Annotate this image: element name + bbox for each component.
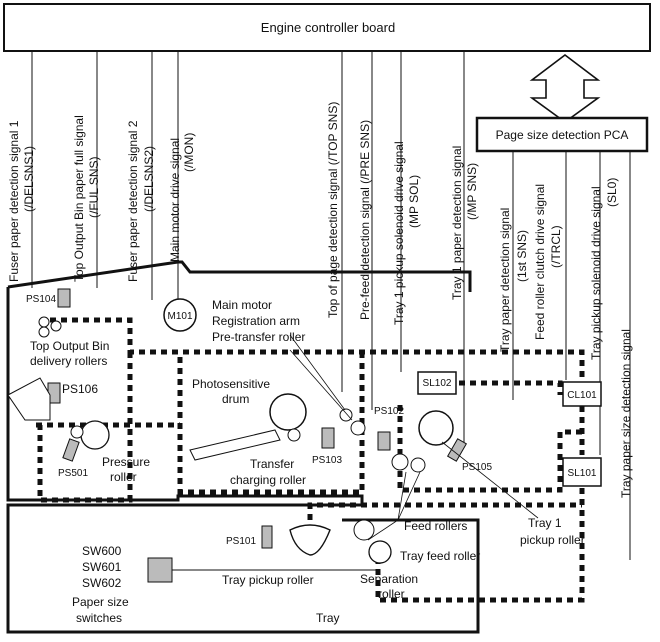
page-size-pca bbox=[475, 116, 649, 153]
delivery-rollers bbox=[38, 316, 62, 338]
transfer-roller bbox=[287, 428, 301, 442]
svg-text:Pre-feed detection signal (/PR: Pre-feed detection signal (/PRE SNS) bbox=[358, 120, 372, 320]
svg-text:(/DELSNS1): (/DELSNS1) bbox=[22, 146, 36, 212]
output-tray bbox=[7, 377, 51, 421]
transfer-label-2: charging roller bbox=[230, 473, 306, 487]
ps102-sensor bbox=[377, 431, 391, 451]
top-output-label: Top Output Bin bbox=[30, 339, 109, 353]
ps103-label: PS103 bbox=[312, 455, 342, 466]
feed-roller-upper bbox=[353, 519, 375, 541]
svg-text:Fuser paper detection signal 1: Fuser paper detection signal 1 bbox=[7, 120, 21, 282]
tray-feed-label: Tray feed roller bbox=[400, 549, 480, 563]
svg-text:Main motor drive signal: Main motor drive signal bbox=[168, 138, 182, 262]
pressure-label-2: roller bbox=[110, 470, 137, 484]
svg-text:(/DELSNS2): (/DELSNS2) bbox=[142, 146, 156, 212]
svg-text:Tray 1 pickup solenoid drive s: Tray 1 pickup solenoid drive signal bbox=[392, 141, 406, 325]
registration-roller bbox=[350, 420, 366, 436]
printer-outline bbox=[7, 260, 472, 292]
svg-text:(MP SOL): (MP SOL) bbox=[407, 175, 421, 228]
transfer-label: Transfer bbox=[250, 457, 294, 471]
ps501-label: PS501 bbox=[58, 468, 88, 479]
paper-size-switch bbox=[147, 557, 173, 583]
transfer-arm bbox=[189, 429, 281, 461]
fuser-roller bbox=[80, 420, 110, 450]
ps105-label: PS105 bbox=[462, 462, 492, 473]
paper-size-label: Paper size bbox=[72, 595, 129, 609]
photosensitive-drum bbox=[269, 393, 307, 431]
svg-text:(SL0): (SL0) bbox=[605, 178, 619, 207]
svg-text:Feed roller clutch drive signa: Feed roller clutch drive signal bbox=[533, 184, 547, 340]
photo-label: Photosensitive bbox=[192, 377, 270, 391]
pressure-label: Pressure bbox=[102, 455, 150, 469]
cl101-label: CL101 bbox=[567, 390, 597, 401]
feed-roller-a bbox=[391, 453, 409, 471]
tray1-label: Tray 1 bbox=[528, 516, 562, 530]
separation-label: Separation bbox=[360, 572, 418, 586]
engine-board-label: Engine controller board bbox=[261, 20, 395, 35]
paper-size-label-2: switches bbox=[76, 611, 122, 625]
page-size-pca-label: Page size detection PCA bbox=[496, 128, 629, 142]
sw602-label: SW602 bbox=[82, 576, 122, 590]
signal-labels: Fuser paper detection signal 1 (/DELSNS1… bbox=[7, 102, 633, 498]
svg-text:Top Output Bin paper full sign: Top Output Bin paper full signal bbox=[72, 115, 86, 282]
registration-roller-2 bbox=[339, 408, 353, 422]
separation-label-2: roller bbox=[378, 587, 405, 601]
svg-text:Top of page detection signal (: Top of page detection signal (/TOP SNS) bbox=[326, 102, 340, 318]
sl102-solenoid bbox=[417, 371, 457, 395]
ps102-label: PS102 bbox=[374, 406, 404, 417]
ps104-label: PS104 bbox=[26, 294, 56, 305]
tray1-pickup-roller bbox=[418, 410, 454, 446]
tray-pickup-roller bbox=[289, 524, 331, 556]
tray-pickup-label: Tray pickup roller bbox=[222, 573, 314, 587]
feed-roller-b bbox=[410, 457, 426, 473]
svg-text:Fuser paper detection signal 2: Fuser paper detection signal 2 bbox=[126, 120, 140, 282]
svg-text:(/MON): (/MON) bbox=[182, 133, 196, 172]
feed-rollers-label: Feed rollers bbox=[404, 519, 467, 533]
m101-label: M101 bbox=[167, 311, 192, 322]
leader-lines bbox=[289, 334, 539, 541]
engine-controller-board bbox=[3, 3, 651, 52]
ps105-sensor bbox=[446, 438, 468, 462]
sl101-solenoid bbox=[562, 457, 602, 487]
ps103-sensor bbox=[321, 427, 335, 449]
svg-text:(1st SNS): (1st SNS) bbox=[515, 230, 529, 282]
sl101-label: SL101 bbox=[568, 468, 597, 479]
cl101-clutch bbox=[562, 381, 602, 407]
pre-transfer-label: Pre-transfer roller bbox=[212, 330, 305, 344]
delivery-label: delivery rollers bbox=[30, 354, 107, 368]
tray-feed-roller bbox=[368, 540, 392, 564]
ps101-sensor bbox=[261, 525, 273, 549]
svg-text:Tray pickup solenoid drive sig: Tray pickup solenoid drive signal bbox=[589, 186, 603, 360]
svg-text:Tray paper detection signal: Tray paper detection signal bbox=[498, 208, 512, 352]
svg-text:(/MP SNS): (/MP SNS) bbox=[465, 163, 479, 220]
ps501-sensor bbox=[62, 438, 80, 462]
sl102-label: SL102 bbox=[423, 378, 452, 389]
double-arrow bbox=[529, 53, 601, 123]
tray-label: Tray bbox=[316, 611, 340, 625]
main-motor-label: Main motor bbox=[212, 298, 272, 312]
svg-text:(/FUL SNS): (/FUL SNS) bbox=[87, 156, 101, 218]
sw600-label: SW600 bbox=[82, 544, 122, 558]
ps104-sensor bbox=[57, 288, 71, 308]
svg-text:Tray paper size detection sign: Tray paper size detection signal bbox=[619, 329, 633, 498]
photo-label-2: drum bbox=[222, 392, 249, 406]
ps106-label: PS106 bbox=[62, 382, 98, 396]
m101-motor bbox=[163, 298, 197, 332]
svg-text:Tray 1 paper detection signal: Tray 1 paper detection signal bbox=[450, 146, 464, 300]
tray1-label-2: pickup roller bbox=[520, 533, 585, 547]
ps101-label: PS101 bbox=[226, 536, 256, 547]
svg-text:(/TRCL): (/TRCL) bbox=[549, 225, 563, 268]
fuser-roller-small bbox=[70, 425, 84, 439]
reg-arm-label: Registration arm bbox=[212, 314, 300, 328]
sw601-label: SW601 bbox=[82, 560, 122, 574]
